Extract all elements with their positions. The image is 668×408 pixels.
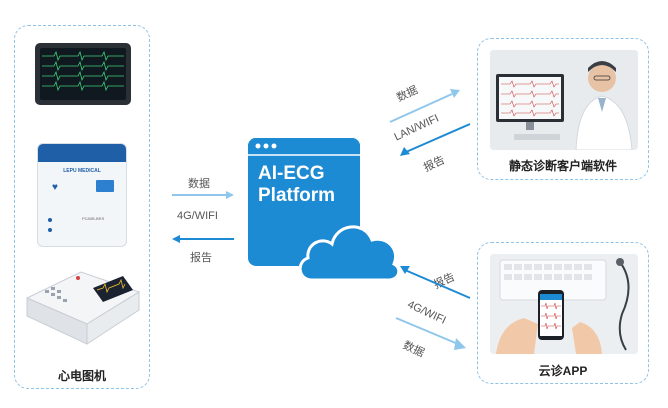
top-receive-arrow (398, 120, 472, 160)
tablet-ecg-image (34, 42, 132, 106)
platform-title-line1: AI-ECG (258, 163, 325, 184)
device-screen (96, 180, 114, 192)
top-send-arrow (388, 86, 462, 126)
desktop-client-group (477, 38, 649, 180)
left-receive-arrow (172, 234, 234, 244)
platform-window (248, 138, 364, 270)
mobile-app-label: 云诊APP (538, 364, 588, 378)
device-logo: LEPU MEDICAL (63, 168, 101, 174)
desktop-ecg-image (23, 268, 141, 348)
platform-title: AI-ECG Platform (258, 163, 335, 207)
device-led-1 (48, 218, 52, 222)
ecg-device-label: 心电图机 (57, 369, 106, 383)
cloud-icon (294, 206, 404, 286)
desktop-client-label: 静态诊断客户端软件 (508, 159, 617, 173)
bottom-receive-arrow (398, 262, 472, 302)
bottom-send-arrow (394, 314, 468, 354)
ecg-device-group (14, 25, 150, 389)
doctor-phone-image (490, 254, 638, 354)
mobile-app-group (477, 242, 649, 384)
device-led-2 (48, 228, 52, 232)
platform-title-line2: Platform (258, 185, 336, 206)
heart-icon: ♥ (52, 182, 58, 193)
portable-ecg-image: LEPU MEDICAL ♥ PC80B-BRS (37, 143, 127, 247)
doctor-desktop-image (490, 50, 638, 150)
left-flow-send-label: 数据 (188, 178, 210, 190)
left-flow-network-label: 4G/WIFI (177, 210, 218, 222)
left-send-arrow (172, 190, 234, 200)
device-model: PC80B-BRS (82, 216, 105, 221)
left-flow-receive-label: 报告 (190, 252, 212, 264)
device-top-strip (38, 144, 126, 162)
